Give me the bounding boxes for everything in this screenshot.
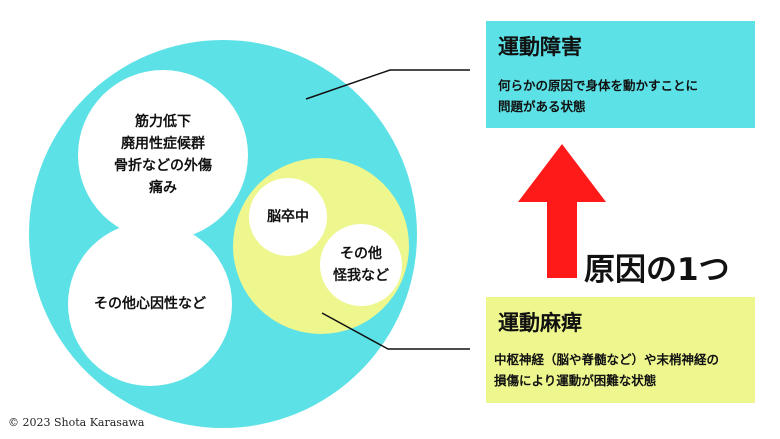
cause-muscle-weakness: 筋力低下 <box>135 114 191 130</box>
paralysis-description: 中枢神経（脳や脊髄など）や末梢神経の 損傷により運動が困難な状態 <box>494 352 720 388</box>
motor-disorder-box: 運動障害 何らかの原因で身体を動かすことに 問題がある状態 <box>486 21 755 128</box>
cause-stroke: 脳卒中 <box>267 209 309 225</box>
non-neural-causes-circle: 筋力低下 廃用性症候群 骨折などの外傷 痛み <box>78 70 248 240</box>
motor-disorder-title: 運動障害 <box>498 35 582 59</box>
cause-disuse-syndrome: 廃用性症候群 <box>121 136 205 152</box>
up-arrow-icon <box>518 144 606 278</box>
connector-paralysis <box>321 312 470 350</box>
cause-other: その他 <box>340 246 382 262</box>
copyright: © 2023 Shota Karasawa <box>8 416 145 429</box>
arrow-caption: 原因の1つ <box>584 252 730 288</box>
paralysis-title: 運動麻痺 <box>498 311 582 335</box>
other-injury-circle: その他 怪我など <box>320 224 402 306</box>
connector-motor-disorder <box>305 69 470 100</box>
cause-fracture-trauma: 骨折などの外傷 <box>114 158 212 174</box>
psychogenic-causes-circle: その他心因性など <box>68 222 232 386</box>
stroke-circle: 脳卒中 <box>249 178 327 256</box>
motor-disorder-description: 何らかの原因で身体を動かすことに 問題がある状態 <box>498 78 699 114</box>
paralysis-box: 運動麻痺 中枢神経（脳や脊髄など）や末梢神経の 損傷により運動が困難な状態 <box>486 297 755 403</box>
cause-pain: 痛み <box>149 180 177 196</box>
cause-injury: 怪我など <box>333 268 389 284</box>
cause-psychogenic: その他心因性など <box>94 296 206 312</box>
